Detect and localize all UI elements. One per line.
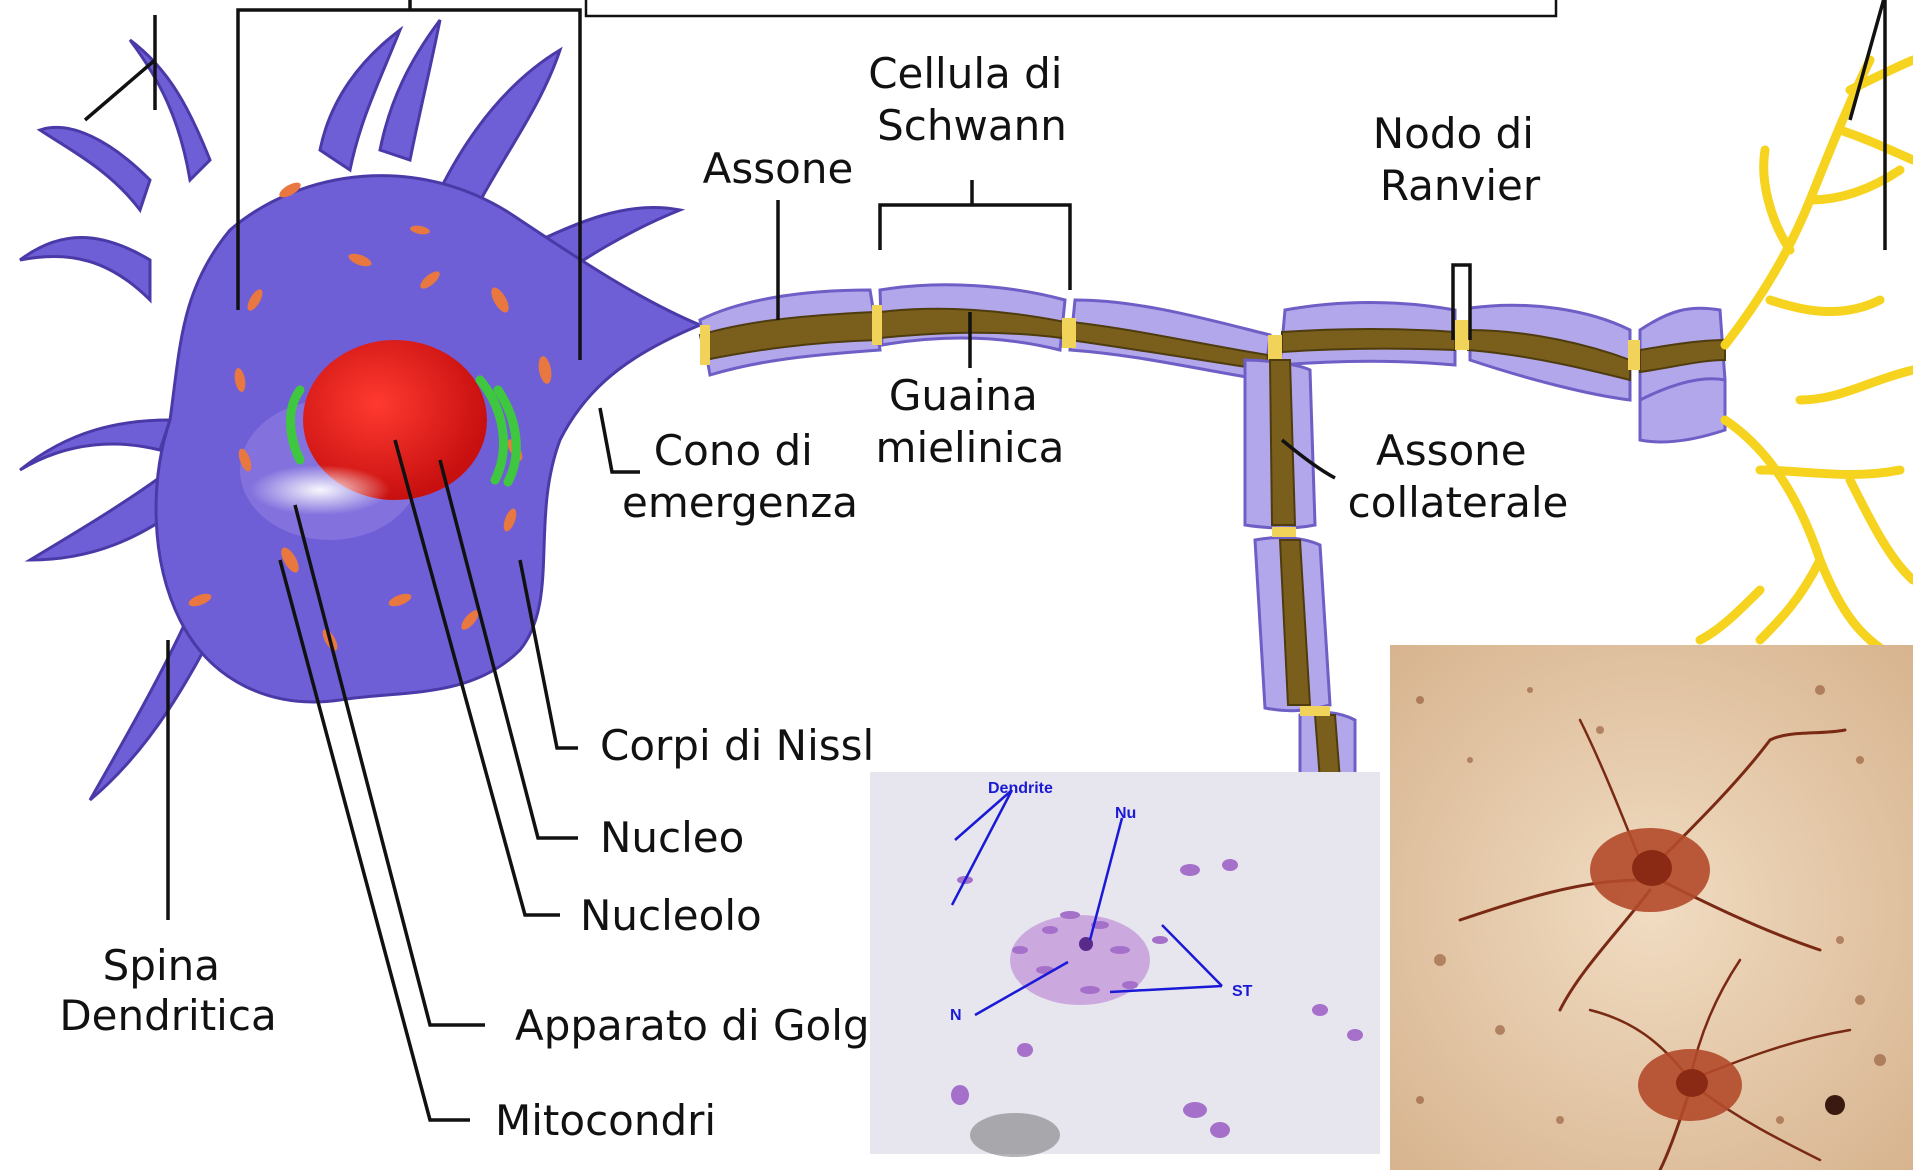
label-corpi-di-nissl: Corpi di Nissl (600, 721, 874, 770)
micro-label-dendrite-text: Dendrite (988, 780, 1053, 797)
collateral-axon (1245, 360, 1355, 780)
label-spina-dendritica: Spina Dendritica (59, 941, 276, 1040)
label-assone-collaterale: Assone collaterale (1348, 426, 1569, 527)
micro-label-st: ST (1232, 983, 1253, 1000)
axon-terminals (1700, 60, 1913, 660)
micro-label-nu: Nu (1115, 805, 1136, 822)
label-nodo-di-ranvier: Nodo di Ranvier (1373, 109, 1548, 210)
label-guaina-mielinica: Guaina mielinica (876, 371, 1065, 472)
label-apparato-di-golgi: Apparato di Golgi (515, 1001, 881, 1050)
micro-label-n: N (950, 1007, 962, 1024)
label-assone: Assone (703, 144, 854, 193)
top-caption-box (586, 0, 1556, 16)
label-nucleolo: Nucleolo (580, 891, 762, 940)
label-mitocondri: Mitocondri (495, 1096, 716, 1145)
label-cono-di-emergenza: Cono di emergenza (622, 426, 858, 527)
nissl-stain-micrograph: Dendrite Nu N ST (870, 772, 1380, 1157)
label-cellula-di-schwann: Cellula di Schwann (868, 49, 1076, 150)
label-nucleo: Nucleo (600, 813, 744, 862)
golgi-stain-photograph (1390, 645, 1913, 1170)
axon (700, 285, 1725, 442)
